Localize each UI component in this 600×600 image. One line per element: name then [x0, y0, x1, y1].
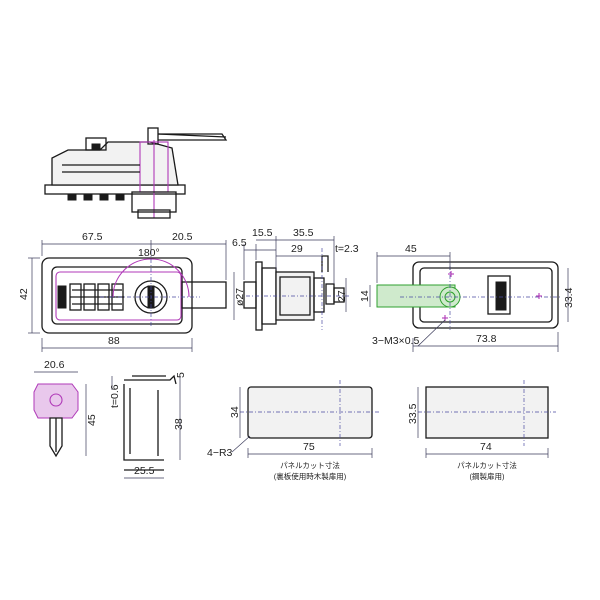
top-view — [44, 127, 228, 219]
dim-front-height: 42 — [18, 288, 30, 300]
key-head-icon — [33, 383, 79, 419]
dim-back-width: 73.8 — [476, 333, 497, 345]
front-bezel — [41, 257, 193, 334]
dim-side-b: 15.5 — [252, 227, 273, 239]
cut1-note-sub: (裏板使用時木製扉用) — [274, 471, 347, 481]
dim-bracket-height: 38 — [173, 418, 185, 430]
dim-front-total-width: 88 — [108, 335, 120, 347]
panel-cut-2 — [418, 380, 556, 446]
dim-key-width: 20.6 — [44, 359, 65, 371]
dim-side-thickness: t=2.3 — [335, 243, 359, 255]
back-view — [376, 261, 560, 330]
dimension-labels: 67.5 20.5 180° 42 88 6.5 15.5 35.5 29 t=… — [18, 227, 575, 481]
panel-cut-1 — [240, 380, 380, 446]
side-view — [243, 248, 350, 331]
dim-side-height: 27 — [336, 290, 348, 302]
dim-side-diameter: ø27 — [234, 288, 246, 306]
dim-back-small: 14 — [359, 290, 371, 302]
dim-front-width-left: 67.5 — [82, 231, 103, 243]
cut2-note-sub: (鋼製扉用) — [470, 471, 505, 481]
dim-back-holes: 3−M3×0.5 — [372, 335, 419, 347]
front-latch-bolt — [181, 281, 227, 309]
dim-cut1-radius: 4−R3 — [207, 447, 233, 459]
dimension-lines — [28, 236, 569, 479]
key-drawing — [33, 383, 79, 458]
dim-side-a: 6.5 — [232, 237, 247, 249]
dim-bracket-width: 25.5 — [134, 465, 155, 477]
dim-front-width-right: 20.5 — [172, 231, 193, 243]
dim-bracket-top: 5 — [175, 372, 187, 378]
dim-side-d: 29 — [291, 243, 303, 255]
bracket-drawing — [123, 374, 177, 471]
dim-back-height: 33.4 — [563, 287, 575, 308]
cut1-note-title: パネルカット寸法 — [280, 460, 340, 470]
dim-side-c: 35.5 — [293, 227, 314, 239]
dim-cut1-width: 75 — [303, 441, 315, 453]
cut2-note-title: パネルカット寸法 — [457, 460, 517, 470]
dim-key-length: 45 — [86, 414, 98, 426]
dim-cut2-height: 33.5 — [407, 403, 419, 424]
dim-back-offset: 45 — [405, 243, 417, 255]
dim-cut1-height: 34 — [229, 406, 241, 418]
dim-front-rotation: 180° — [138, 247, 160, 259]
front-view — [41, 250, 227, 334]
dim-cut2-width: 74 — [480, 441, 492, 453]
dim-bracket-thickness: t=0.6 — [109, 384, 121, 408]
